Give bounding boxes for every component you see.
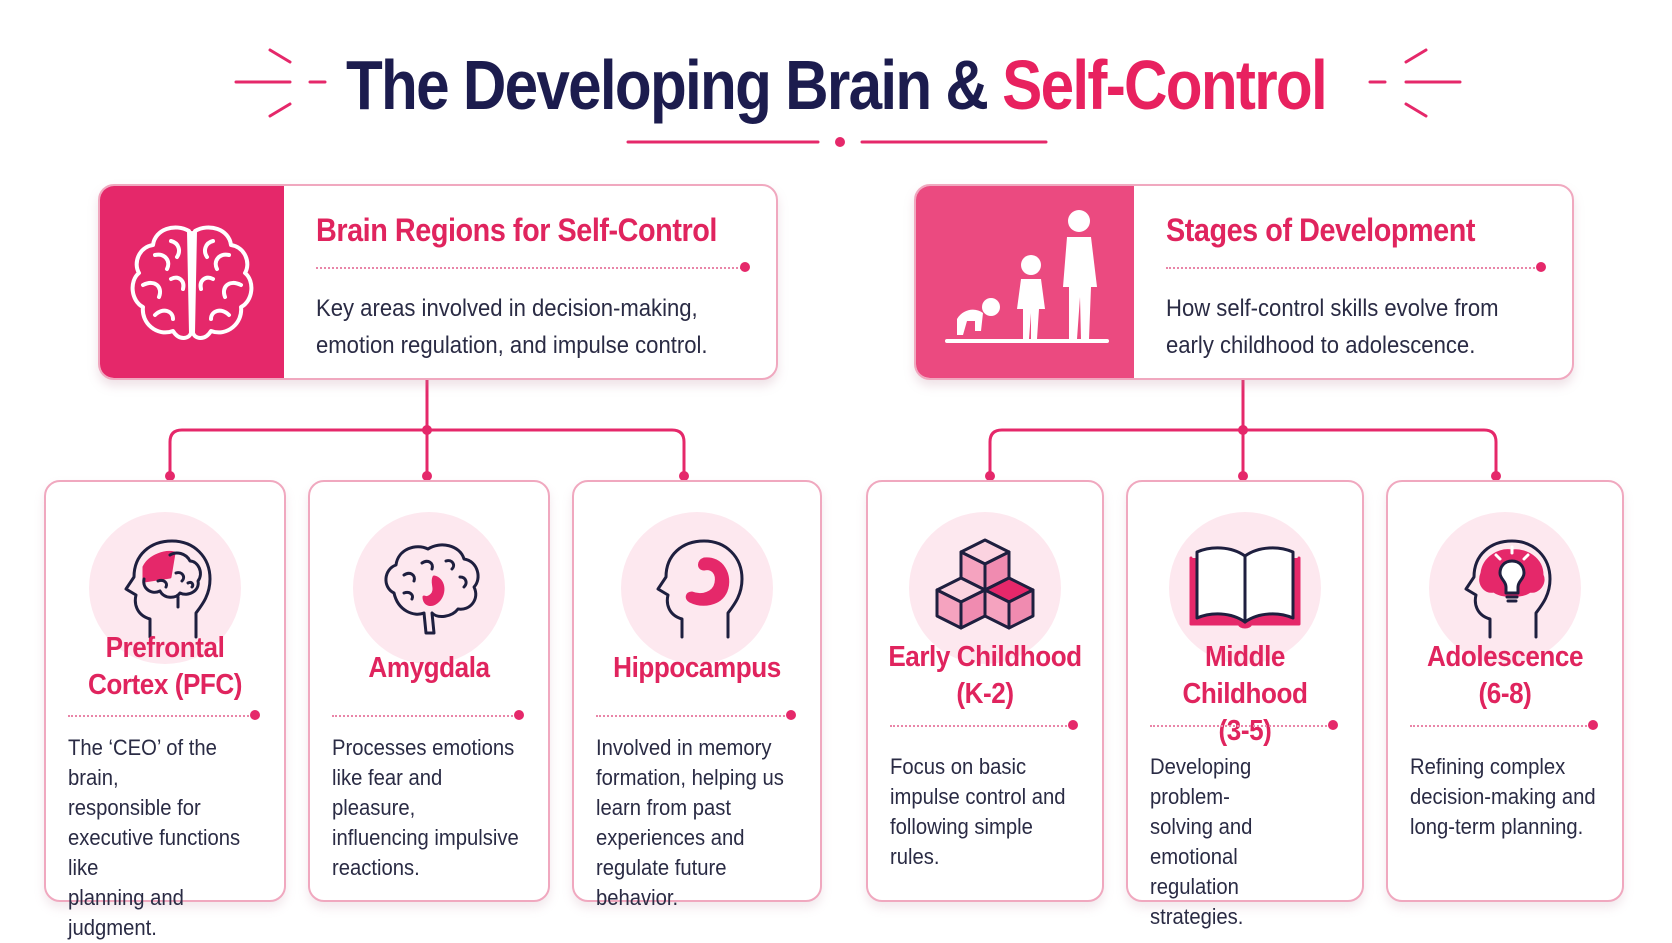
brain-amygdala-icon: [384, 543, 480, 635]
section-card-stages: Stages of Development How self-control s…: [914, 184, 1574, 380]
title-part-accent: Self-Control: [1002, 46, 1328, 124]
divider-dot: [1536, 262, 1546, 272]
dotted-divider: [1150, 725, 1334, 727]
section-card-brain-regions: Brain Regions for Self-Control Key areas…: [98, 184, 778, 380]
icon-circle: [1429, 512, 1581, 664]
section-description: Key areas involved in decision-making, e…: [316, 295, 708, 359]
divider-dot: [514, 710, 524, 720]
brain-icon: [130, 225, 254, 340]
dotted-divider: [332, 715, 520, 717]
icon-circle: [1169, 512, 1321, 664]
dotted-divider: [890, 725, 1074, 727]
head-prefrontal-icon: [124, 539, 212, 639]
card-prefrontal-cortex: Prefrontal Cortex (PFC) The ‘CEO’ of the…: [44, 480, 286, 940]
section-icon-box: [916, 186, 1134, 378]
title-burst-left-icon: [234, 48, 327, 118]
card-title: Hippocampus: [613, 652, 781, 684]
dotted-divider: [1166, 267, 1542, 269]
icon-circle: [621, 512, 773, 664]
page-title: The Developing Brain & Self-Control: [117, 40, 1555, 130]
card-hippocampus: Hippocampus Involved in memory formation…: [572, 480, 822, 910]
card-description: Involved in memory formation, helping us…: [596, 735, 784, 910]
head-hippocampus-icon: [656, 539, 744, 639]
icon-circle: [909, 512, 1061, 664]
title-underline: [626, 137, 1048, 147]
card-title: Early Childhood (K-2): [888, 641, 1082, 710]
divider-dot: [1588, 720, 1598, 730]
card-adolescence: Adolescence (6-8) Refining complex decis…: [1386, 480, 1624, 902]
card-title: Prefrontal Cortex (PFC): [87, 632, 243, 701]
blocks-icon: [935, 538, 1035, 630]
dotted-divider: [1410, 725, 1594, 727]
title-burst-right-icon: [1368, 48, 1462, 118]
icon-circle: [89, 512, 241, 664]
card-middle-childhood: Middle Childhood (3-5) Developing proble…: [1126, 480, 1364, 929]
section-description: How self-control skills evolve from earl…: [1166, 295, 1499, 359]
card-description: Developing problem- solving and emotiona…: [1150, 754, 1253, 929]
growth-stages-icon: [945, 210, 1109, 343]
divider-dot: [250, 710, 260, 720]
card-title: Adolescence (6-8): [1426, 641, 1584, 710]
dotted-divider: [596, 715, 792, 717]
section-title: Stages of Development: [1166, 212, 1476, 248]
card-description: Processes emotions like fear and pleasur…: [332, 735, 519, 880]
divider-dot: [740, 262, 750, 272]
card-title: Middle Childhood (3-5): [1182, 641, 1308, 747]
icon-circle: [353, 512, 505, 664]
dotted-divider: [316, 267, 746, 269]
card-description: The ‘CEO’ of the brain, responsible for …: [68, 735, 241, 940]
card-description: Focus on basic impulse control and follo…: [890, 754, 1066, 869]
divider-dot: [1068, 720, 1078, 730]
divider-dot: [1328, 720, 1338, 730]
open-book-icon: [1189, 546, 1301, 629]
dotted-divider: [68, 715, 256, 717]
head-lightbulb-icon: [1464, 539, 1552, 639]
title-part-main: The Developing Brain &: [345, 46, 989, 124]
section-title: Brain Regions for Self-Control: [316, 212, 717, 248]
section-icon-box: [100, 186, 284, 378]
card-amygdala: Amygdala Processes emotions like fear an…: [308, 480, 550, 902]
divider-dot: [786, 710, 796, 720]
card-title: Amygdala: [368, 652, 490, 684]
card-early-childhood: Early Childhood (K-2) Focus on basic imp…: [866, 480, 1104, 902]
card-description: Refining complex decision-making and lon…: [1410, 754, 1596, 839]
